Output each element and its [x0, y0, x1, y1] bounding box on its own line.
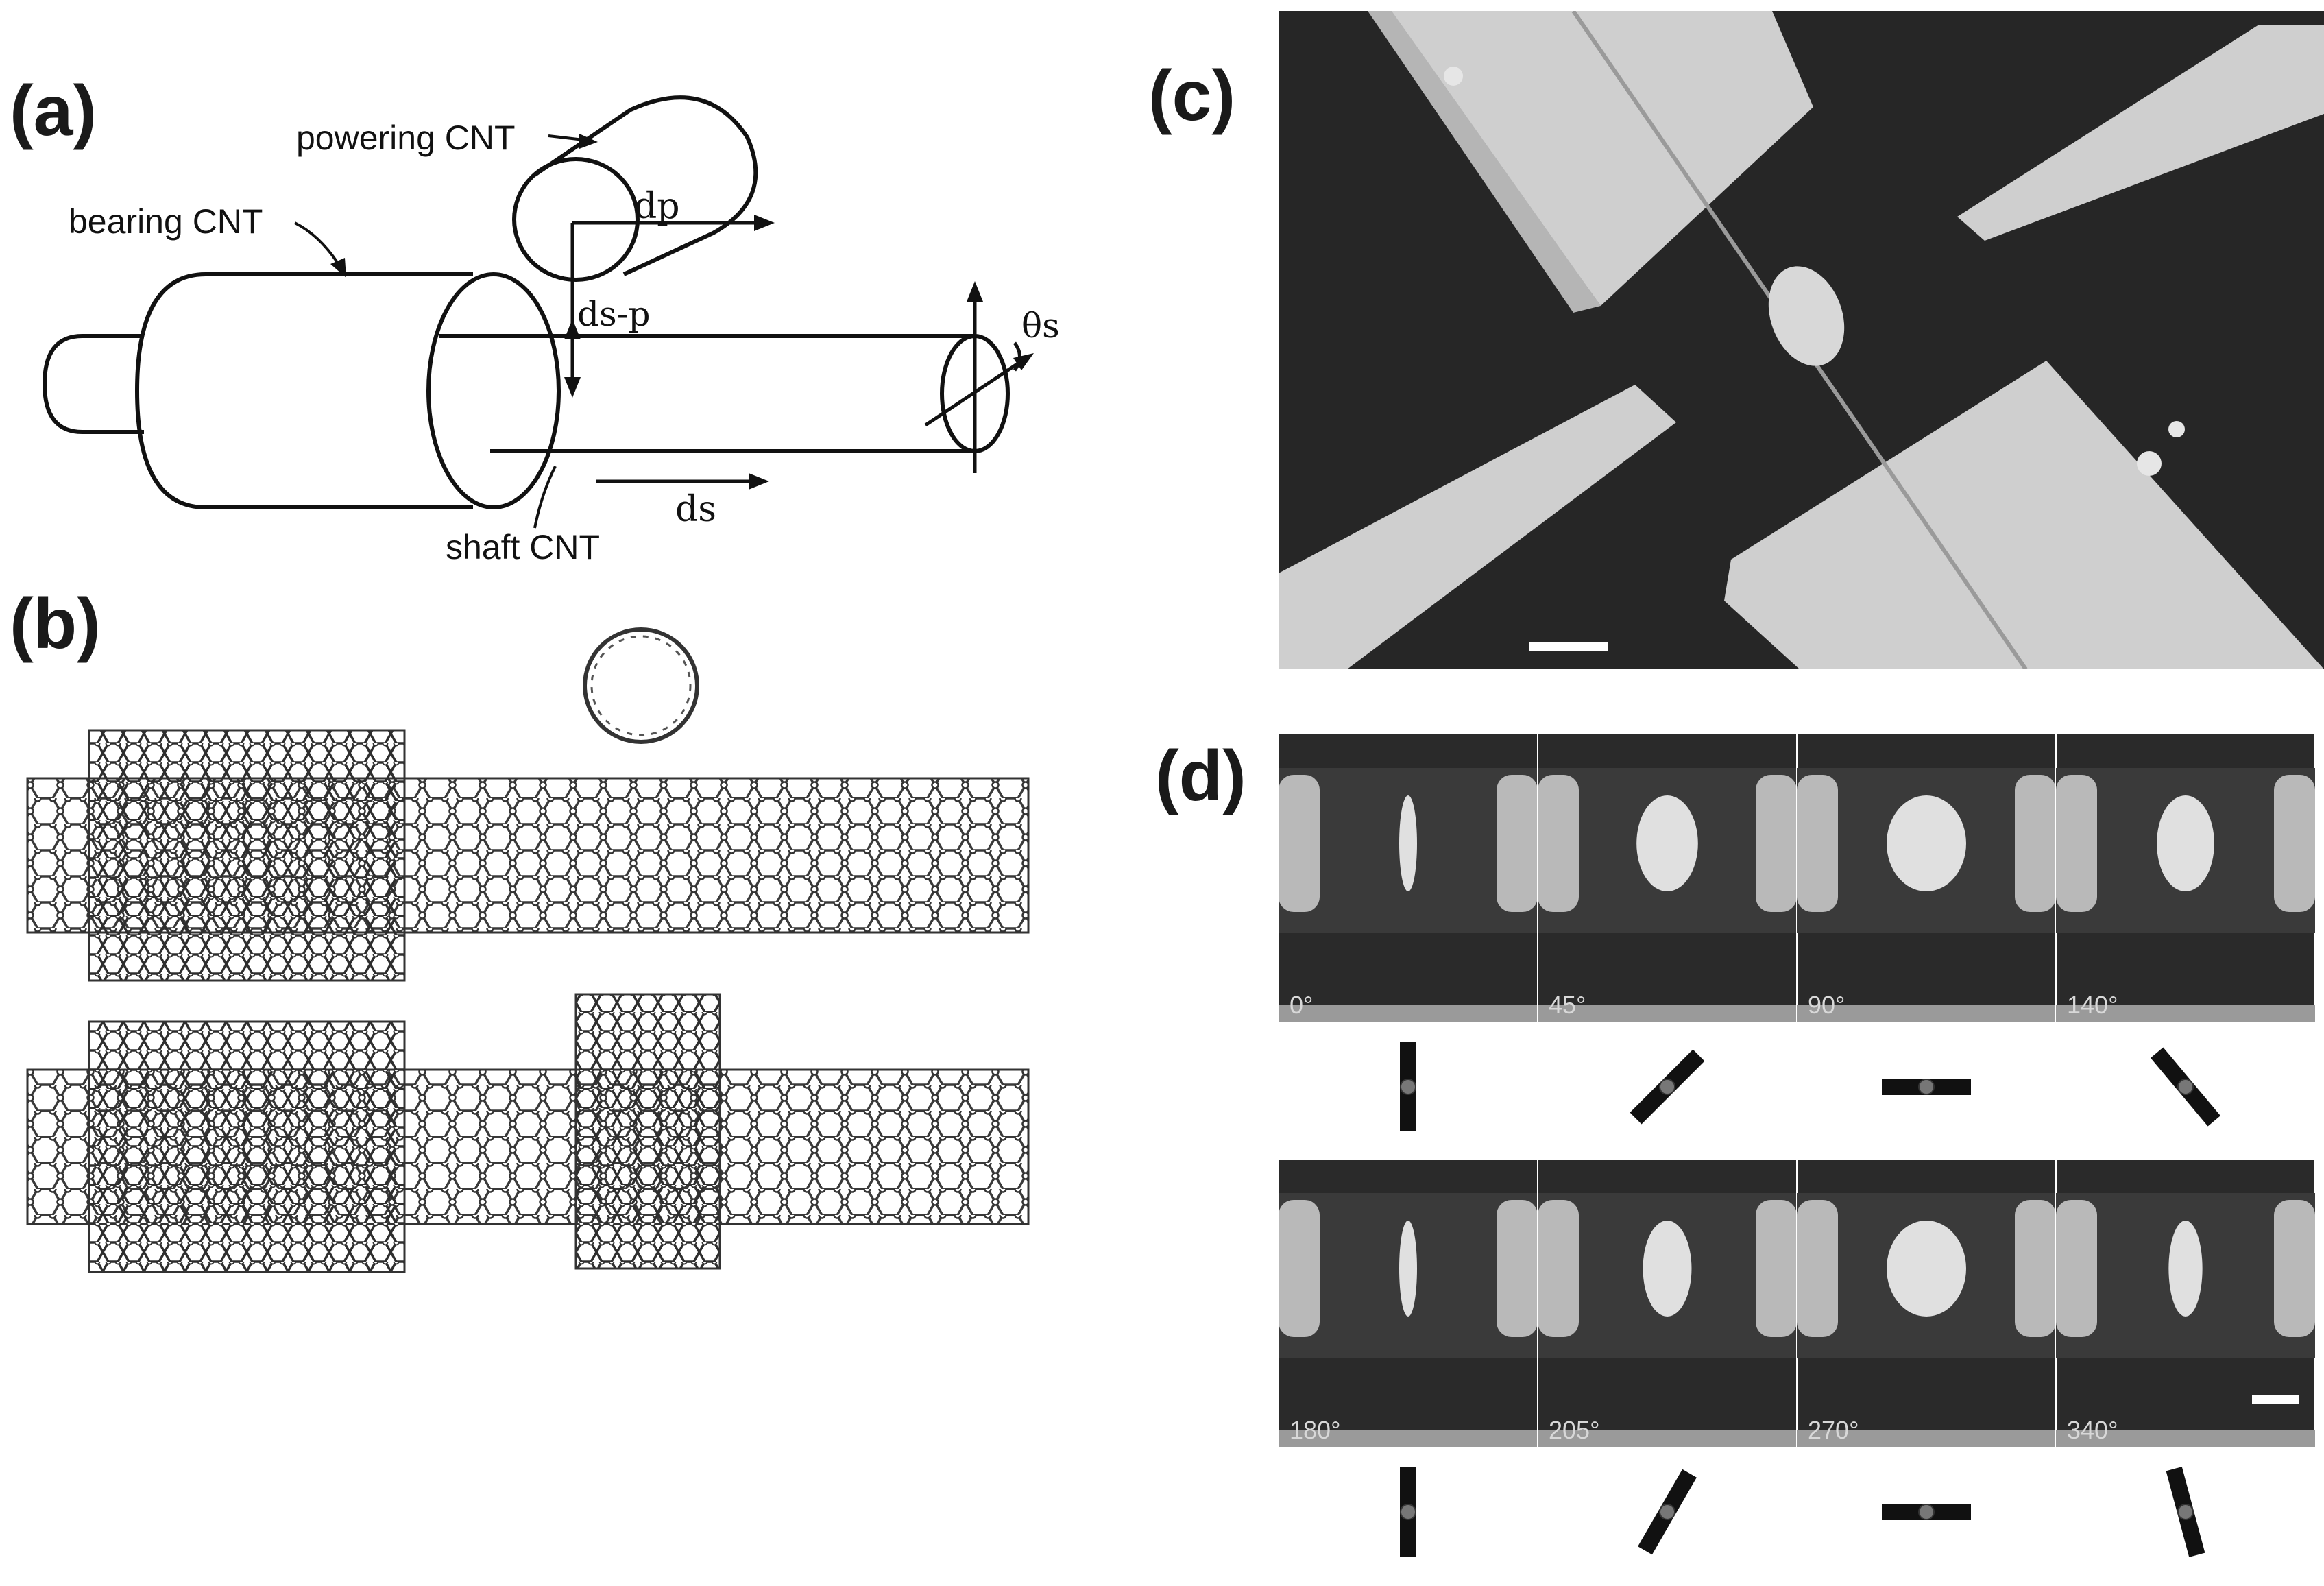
angle-label: 45° [1549, 991, 1586, 1019]
angle-label: 90° [1808, 991, 1845, 1019]
rotation-frame: 140° [2055, 733, 2316, 1022]
debris [2137, 451, 2162, 476]
debris [2168, 421, 2185, 437]
angle-label: 270° [1808, 1416, 1859, 1444]
orientation-icon [2151, 1047, 2220, 1127]
shaft-cnt-label: shaft CNT [446, 528, 600, 566]
powering-cnt-label: powering CNT [296, 119, 516, 157]
scale-bar-d [2252, 1395, 2299, 1404]
electrode-lower-right [1724, 361, 2324, 669]
panel-c-label: (c) [1148, 56, 1236, 136]
scale-bar [1529, 642, 1608, 651]
rotation-frame: 90° [1796, 733, 2057, 1022]
left-stub-cylinder [42, 334, 144, 434]
powering-cnt-cylinder [512, 95, 758, 282]
rotor-plate [1768, 266, 1845, 366]
debris [1444, 67, 1463, 86]
angle-label: 340° [2067, 1416, 2118, 1444]
bearing-cnt-cylinder [134, 272, 561, 509]
orientation-icons-bottom [1400, 1467, 2205, 1557]
panel-d-label: (d) [1155, 736, 1246, 816]
frames-row-bottom: 180° 205° 270° 340° [1279, 1158, 2316, 1447]
panel-c-sem-image [1279, 11, 2324, 669]
ds-label: ds [675, 489, 716, 530]
rotation-frame: 180° [1279, 1158, 1538, 1447]
angle-label: 140° [2067, 991, 2118, 1019]
rotation-frame: 340° [2055, 1158, 2316, 1447]
panel-a-schematic [42, 95, 1034, 529]
rotation-frame: 205° [1537, 1158, 1798, 1447]
angle-label: 180° [1290, 1416, 1340, 1444]
electrode-lower-left [1279, 385, 1676, 669]
rotation-frame: 0° [1279, 733, 1538, 1022]
orientation-icon [2166, 1467, 2205, 1557]
frames-row-top: 0° 45° 90° 140° [1279, 733, 2316, 1022]
panel-d-sequence: 0° 45° 90° 140° 180° 205° 270° 340° [1279, 733, 2316, 1557]
electrode-upper-right [1957, 25, 2324, 241]
panel-a-text: powering CNT bearing CNT shaft CNT dp ds… [69, 119, 1060, 566]
axis-arrows [564, 215, 1034, 490]
ds-p-label: ds-p [577, 294, 651, 334]
orientation-icon [1400, 1467, 1416, 1557]
orientation-icon [1882, 1079, 1971, 1095]
angle-label: 205° [1549, 1416, 1599, 1444]
powering-tube-bottom [574, 993, 721, 1270]
dp-label: dp [634, 186, 680, 227]
theta-s-label: θs [1021, 306, 1060, 346]
orientation-icon [1630, 1049, 1705, 1125]
orientation-icon [1882, 1504, 1971, 1520]
bearing-tube-top [88, 729, 406, 982]
powering-cnt-end-view [583, 627, 699, 744]
model-bottom [26, 993, 1030, 1273]
rotation-frame: 270° [1796, 1158, 2057, 1447]
panel-b-label: (b) [10, 584, 101, 664]
bearing-cnt-label: bearing CNT [69, 202, 263, 241]
bearing-tube-bottom [88, 1020, 406, 1273]
panel-b-models [26, 627, 1030, 1273]
orientation-icon [1638, 1469, 1697, 1555]
panel-a-label: (a) [10, 71, 97, 151]
orientation-icons-top [1400, 1042, 2220, 1131]
model-top [26, 729, 1030, 982]
leader-lines [294, 134, 598, 529]
electrode-upper-left [1368, 11, 1813, 313]
orientation-icon [1400, 1042, 1416, 1131]
angle-label: 0° [1290, 991, 1313, 1019]
rotation-frame: 45° [1537, 733, 1798, 1022]
